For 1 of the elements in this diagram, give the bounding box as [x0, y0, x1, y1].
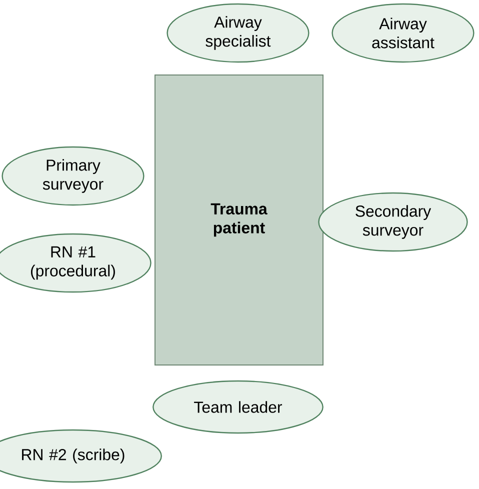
patient-box: Trauma patient [154, 74, 324, 366]
